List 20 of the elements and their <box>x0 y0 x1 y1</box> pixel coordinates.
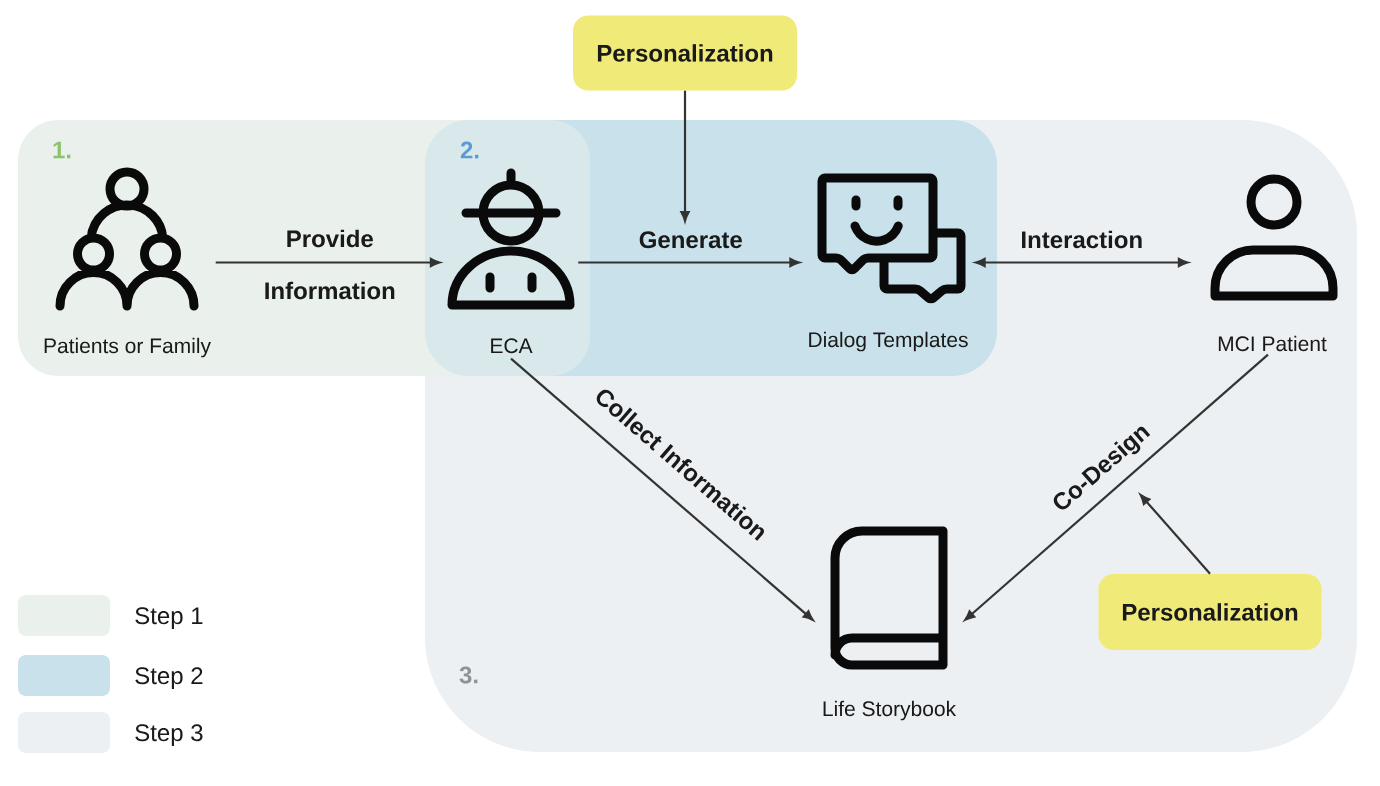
edge-label: Interaction <box>1022 230 1142 249</box>
legend-label: Step 2 <box>135 667 203 689</box>
node-label: ECA <box>491 338 533 354</box>
node-label: MCI Patient <box>1218 335 1327 352</box>
legend-label: Step 1 <box>135 607 203 629</box>
arrow <box>964 353 1269 621</box>
arrow <box>1139 494 1211 575</box>
label-box: Personalization <box>1098 574 1322 650</box>
node-label: Dialog Templates <box>809 331 968 352</box>
arrow <box>578 257 801 268</box>
edge-label: Generate <box>639 231 742 249</box>
arrow <box>680 90 690 222</box>
step-number: 2. <box>460 141 479 159</box>
node-label: Life Storybook <box>823 700 957 721</box>
node-label: Patients or Family <box>44 337 211 358</box>
label-box: Personalization <box>573 15 797 91</box>
step-number: 1. <box>53 141 71 159</box>
arrow <box>510 357 814 621</box>
step-number: 3. <box>459 666 478 684</box>
legend-label: Step 3 <box>135 724 203 746</box>
